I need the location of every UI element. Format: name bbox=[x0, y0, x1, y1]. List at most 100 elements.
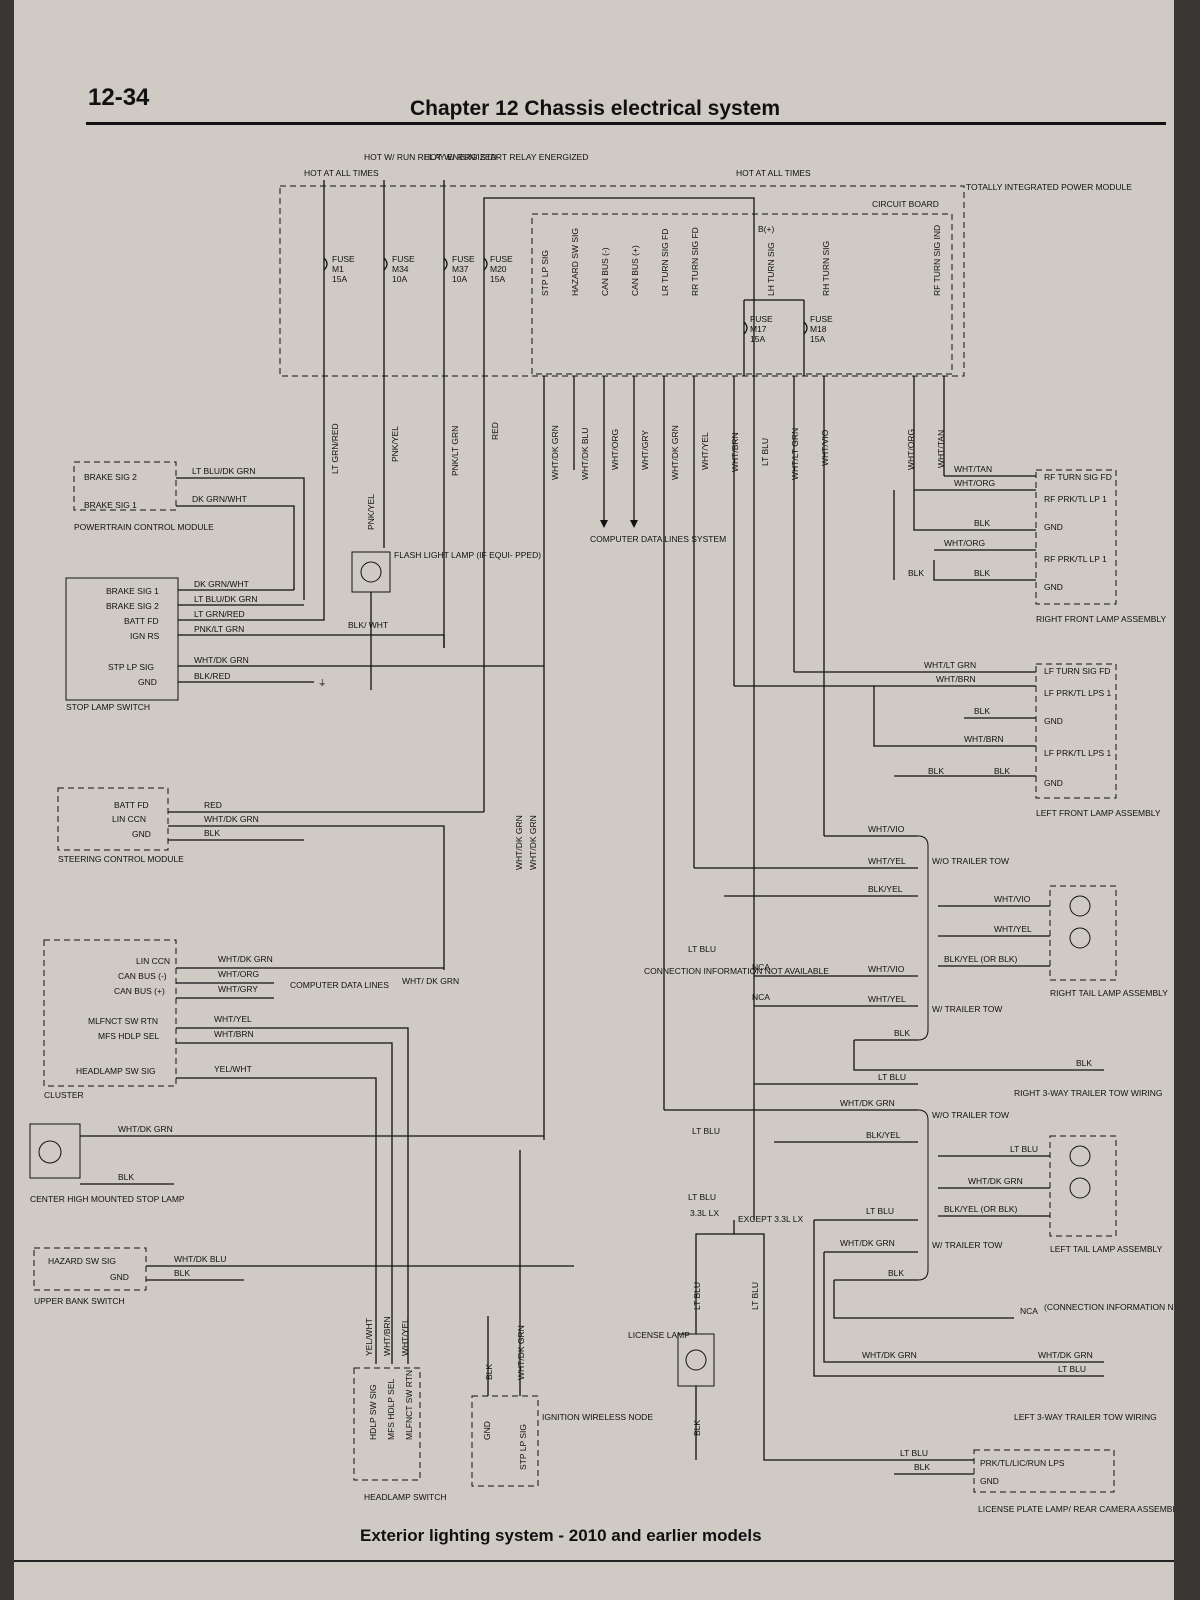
svg-text:WHT/GRY: WHT/GRY bbox=[640, 430, 650, 470]
cluster-pins: LIN CCN CAN BUS (-) CAN BUS (+) MLFNCT S… bbox=[76, 956, 170, 1076]
right-tow-wire bbox=[853, 1040, 1104, 1071]
footer-rule bbox=[14, 1560, 1174, 1562]
svg-text:WHT/BRN: WHT/BRN bbox=[382, 1316, 392, 1356]
flashlight-wire: BLK/ WHT bbox=[348, 620, 388, 630]
svg-text:WHT/DK GRN: WHT/DK GRN bbox=[968, 1176, 1023, 1186]
svg-text:CAN BUS (+): CAN BUS (+) bbox=[114, 986, 165, 996]
headlamp-switch-box bbox=[353, 1367, 421, 1481]
right-tail-label: RIGHT TAIL LAMP ASSEMBLY bbox=[1050, 988, 1168, 998]
svg-text:STP LP SIG: STP LP SIG bbox=[540, 250, 550, 296]
svg-text:FUSE: FUSE bbox=[392, 254, 415, 264]
svg-text:M18: M18 bbox=[810, 324, 827, 334]
bulb-icon bbox=[38, 1140, 62, 1164]
left-tow: W/ TRAILER TOW bbox=[932, 1240, 1002, 1250]
svg-text:RED: RED bbox=[490, 422, 500, 440]
svg-text:3.3L LX: 3.3L LX bbox=[690, 1208, 719, 1218]
svg-text:WHT/DK GRN: WHT/DK GRN bbox=[862, 1350, 917, 1360]
chmsl-wire-2-label: BLK bbox=[118, 1172, 134, 1182]
svg-text:RH TURN SIG: RH TURN SIG bbox=[821, 241, 831, 296]
left-tow-label: LEFT 3-WAY TRAILER TOW WIRING bbox=[1014, 1412, 1157, 1422]
svg-text:PNK/LT GRN: PNK/LT GRN bbox=[194, 624, 244, 634]
source-start-relay: HOT W/ RUN/ START RELAY ENERGIZED bbox=[424, 152, 588, 162]
chmsl-wire-1-label: WHT/DK GRN bbox=[118, 1124, 173, 1134]
cluster-data-wire: WHT/ DK GRN bbox=[402, 976, 459, 986]
upper-bank-wire-1-label: WHT/DK BLU bbox=[174, 1254, 226, 1264]
svg-text:10A: 10A bbox=[392, 274, 407, 284]
svg-text:WHT/VIO: WHT/VIO bbox=[820, 429, 830, 466]
connection-info: CONNECTION INFORMATION NOT AVAILABLE bbox=[644, 966, 829, 976]
svg-text:BRAKE SIG 2: BRAKE SIG 2 bbox=[106, 601, 159, 611]
lf-lamp-box bbox=[1035, 663, 1117, 799]
ignition-pin-2: STP LP SIG bbox=[518, 1424, 528, 1470]
upper-bank-pin-2: GND bbox=[110, 1272, 129, 1282]
svg-text:BLK: BLK bbox=[894, 1028, 910, 1038]
connection-wire: LT BLU bbox=[688, 944, 716, 954]
plate-pin-2: GND bbox=[980, 1476, 999, 1486]
svg-text:EXCEPT 3.3L LX: EXCEPT 3.3L LX bbox=[738, 1214, 804, 1224]
svg-text:RED: RED bbox=[204, 800, 222, 810]
svg-text:IGN RS: IGN RS bbox=[130, 631, 160, 641]
stop-switch-wires: DK GRN/WHT LT BLU/DK GRN LT GRN/RED PNK/… bbox=[178, 548, 544, 683]
pcm-pin-1: BRAKE SIG 2 bbox=[84, 472, 137, 482]
svg-text:WHT/DK GRN: WHT/DK GRN bbox=[194, 655, 249, 665]
svg-text:WHT/VIO: WHT/VIO bbox=[868, 824, 905, 834]
source-run-relay: HOT W/ RUN RELAY ENERGIZED bbox=[364, 152, 497, 162]
svg-text:WHT/YEL: WHT/YEL bbox=[214, 1014, 252, 1024]
svg-text:FUSE: FUSE bbox=[810, 314, 833, 324]
plate-wire-2: BLK bbox=[914, 1462, 930, 1472]
tipm-label: TOTALLY INTEGRATED POWER MODULE bbox=[966, 182, 1132, 192]
right-no-tow: W/O TRAILER TOW bbox=[932, 856, 1009, 866]
svg-text:GND: GND bbox=[1044, 582, 1063, 592]
svg-text:RR TURN SIG FD: RR TURN SIG FD bbox=[690, 227, 700, 296]
svg-text:LF TURN SIG FD: LF TURN SIG FD bbox=[1044, 666, 1110, 676]
ignition-wire-2: WHT/DK GRN bbox=[516, 1325, 526, 1380]
bulb-icon bbox=[1069, 895, 1091, 917]
svg-text:BLK/YEL (OR BLK): BLK/YEL (OR BLK) bbox=[944, 954, 1018, 964]
pcm-wire-2-label: DK GRN/WHT bbox=[192, 494, 247, 504]
svg-text:BLK/YEL (OR BLK): BLK/YEL (OR BLK) bbox=[944, 1204, 1018, 1214]
svg-text:WHT/ORG: WHT/ORG bbox=[944, 538, 985, 548]
svg-text:WHT/DK GRN: WHT/DK GRN bbox=[218, 954, 273, 964]
svg-text:WHT/ORG: WHT/ORG bbox=[218, 969, 259, 979]
svg-text:LT GRN/RED: LT GRN/RED bbox=[330, 423, 340, 474]
bulb-icon bbox=[1069, 927, 1091, 949]
cluster-box bbox=[43, 939, 177, 1087]
svg-text:LT BLU/DK GRN: LT BLU/DK GRN bbox=[194, 594, 257, 604]
svg-text:RF TURN SIG IND: RF TURN SIG IND bbox=[932, 225, 942, 296]
svg-text:LT BLU: LT BLU bbox=[692, 1282, 702, 1310]
svg-text:BLK: BLK bbox=[204, 828, 220, 838]
headlamp-switch-label: HEADLAMP SWITCH bbox=[364, 1492, 447, 1502]
svg-text:LR TURN SIG FD: LR TURN SIG FD bbox=[660, 229, 670, 296]
svg-text:WHT/BRN: WHT/BRN bbox=[936, 674, 976, 684]
svg-text:CAN BUS (-): CAN BUS (-) bbox=[118, 971, 167, 981]
circuit-board-box bbox=[531, 213, 953, 375]
page-number: 12-34 bbox=[88, 84, 150, 111]
right-tow-label: RIGHT 3-WAY TRAILER TOW WIRING bbox=[1014, 1088, 1162, 1098]
svg-text:(CONNECTION INFORMATION NOT AV: (CONNECTION INFORMATION NOT AVAILABLE) bbox=[1044, 1302, 1174, 1312]
svg-text:BLK/RED: BLK/RED bbox=[194, 671, 230, 681]
svg-text:WHT/ORG: WHT/ORG bbox=[954, 478, 995, 488]
svg-text:10A: 10A bbox=[452, 274, 467, 284]
left-no-tow: W/O TRAILER TOW bbox=[932, 1110, 1009, 1120]
svg-text:MLFNCT SW RTN: MLFNCT SW RTN bbox=[404, 1370, 414, 1440]
plate-assy-box bbox=[973, 1449, 1115, 1493]
bplus-label: B(+) bbox=[758, 224, 774, 234]
steering-box bbox=[57, 787, 169, 851]
ignition-pin-1: GND bbox=[482, 1421, 492, 1440]
svg-text:WHT/ORG: WHT/ORG bbox=[610, 429, 620, 470]
svg-text:GND: GND bbox=[1044, 522, 1063, 532]
bulb-icon bbox=[1069, 1177, 1091, 1199]
flashlight-wire-2: PNK/YEL bbox=[366, 494, 376, 530]
svg-text:LH TURN SIG: LH TURN SIG bbox=[766, 242, 776, 296]
svg-text:GND: GND bbox=[138, 677, 157, 687]
svg-text:GND: GND bbox=[1044, 716, 1063, 726]
tipm-output-wires bbox=[323, 376, 945, 1220]
svg-text:MFS HDLP SEL: MFS HDLP SEL bbox=[98, 1031, 160, 1041]
svg-text:WHT/ORG: WHT/ORG bbox=[906, 429, 916, 470]
svg-text:BLK/YEL: BLK/YEL bbox=[868, 884, 903, 894]
stop-switch-label: STOP LAMP SWITCH bbox=[66, 702, 150, 712]
svg-text:BLK: BLK bbox=[888, 1268, 904, 1278]
